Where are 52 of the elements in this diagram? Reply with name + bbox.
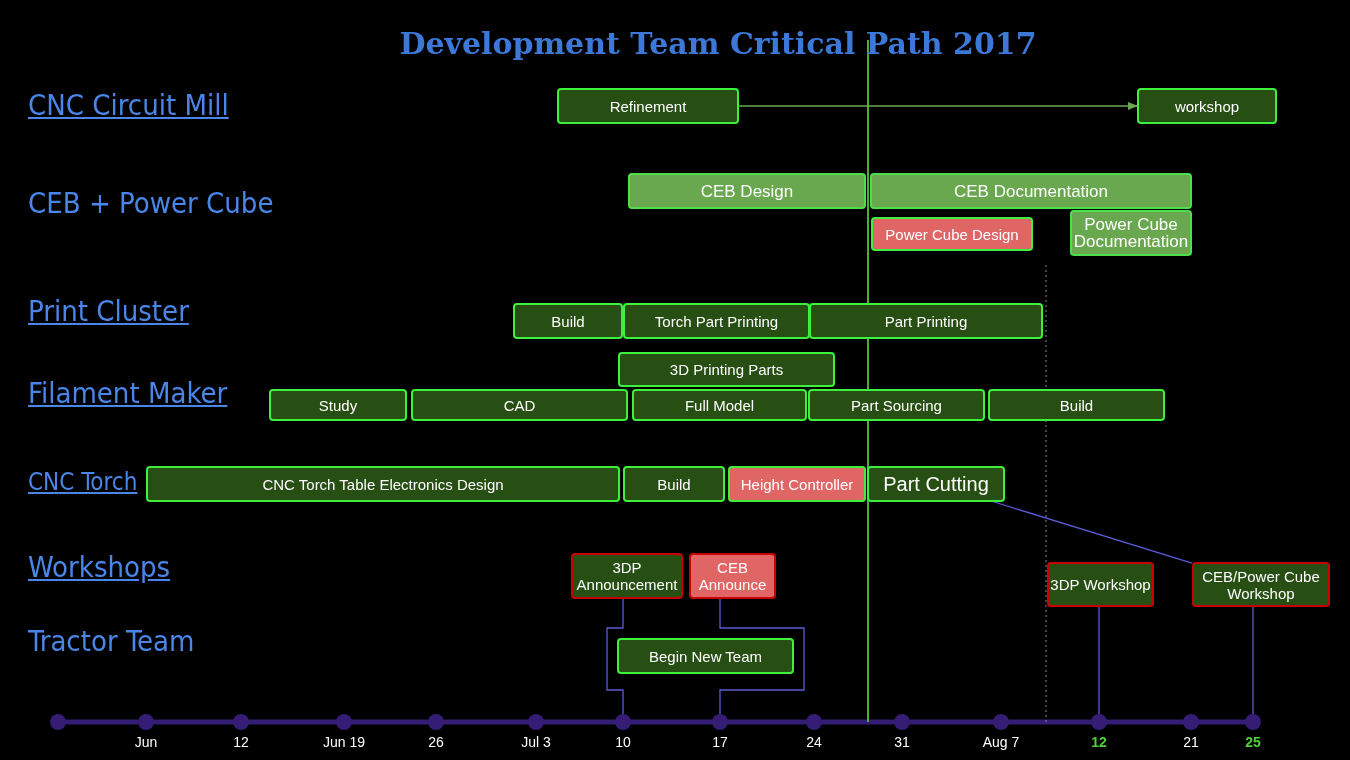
connector-line [1098,606,1100,715]
task-bar: Power Cube Documentation [1070,210,1192,256]
date-label: Aug 7 [982,734,1020,750]
arrow [738,102,1138,110]
row-label: Workshops [28,550,171,584]
task-bar: workshop [1137,88,1277,124]
task-bar: Part Printing [809,303,1043,339]
task-bar: Part Sourcing [808,389,985,421]
task-bar: Refinement [557,88,739,124]
task-bar: CEB Documentation [870,173,1192,209]
task-bar: Build [988,389,1165,421]
row-label: Print Cluster [28,294,189,328]
task-bar: Study [269,389,407,421]
task-bar: CNC Torch Table Electronics Design [146,466,620,502]
task-bar: Height Controller [728,466,866,502]
task-bar: 3D Printing Parts [618,352,835,387]
task-bar: Begin New Team [617,638,794,674]
date-label: Jun [134,734,158,750]
date-label: 26 [428,734,444,750]
task-bar: Power Cube Design [871,217,1033,251]
task-bar: CAD [411,389,628,421]
date-label: 10 [615,734,631,750]
task-bar: Torch Part Printing [623,303,810,339]
date-label: 31 [894,734,910,750]
connector-line [993,501,1193,564]
date-label: 24 [806,734,822,750]
task-bar: Part Cutting [867,466,1005,502]
date-label: Jul 3 [521,734,551,750]
row-label: CNC Torch [28,468,138,496]
task-bar: Build [623,466,725,502]
date-label: 25 [1245,734,1261,750]
chart-title: Development Team Critical Path 2017 [398,26,1038,61]
row-label: Filament Maker [28,376,228,410]
connector-line [1252,606,1254,715]
milestone-box: CEB/Power Cube Workshop [1192,562,1330,607]
connector-line [606,598,624,715]
task-bar: Full Model [632,389,807,421]
row-label: CNC Circuit Mill [28,88,229,122]
date-label: 12 [1091,734,1107,750]
row-label: CEB + Power Cube [28,186,274,220]
timeline-dot [50,714,66,730]
date-label: 12 [233,734,249,750]
date-label: Jun 19 [323,734,365,750]
connector-line [719,598,805,715]
date-label: 21 [1183,734,1199,750]
date-label: 17 [712,734,728,750]
milestone-box: 3DP Announcement [571,553,683,599]
row-label: Tractor Team [28,624,195,658]
milestone-box: CEB Announce [689,553,776,599]
milestone-box: 3DP Workshop [1047,562,1154,607]
task-bar: Build [513,303,623,339]
task-bar: CEB Design [628,173,866,209]
